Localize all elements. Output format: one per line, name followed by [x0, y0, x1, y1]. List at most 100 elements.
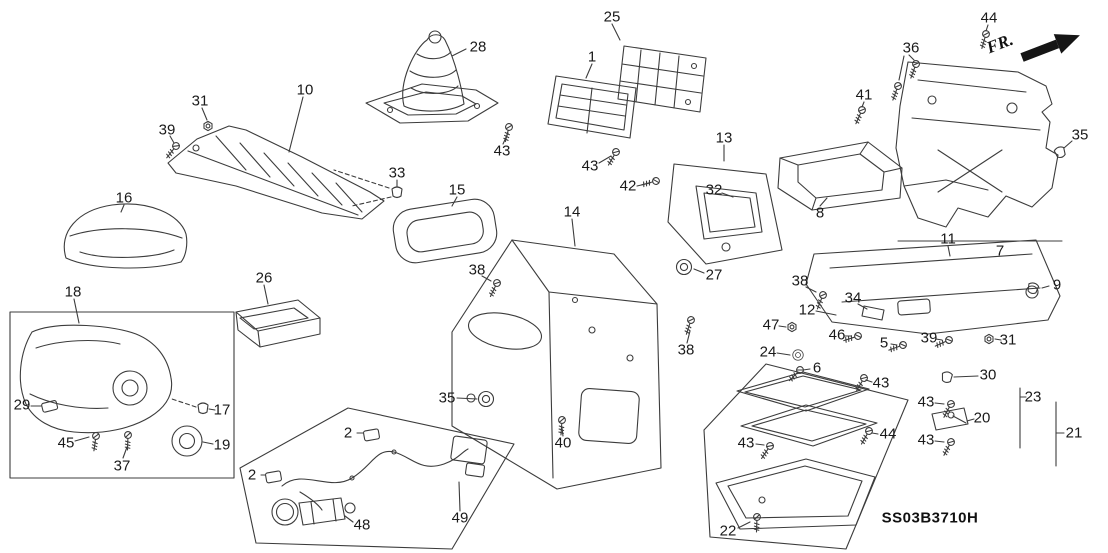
part-callout-25: 25 [603, 8, 621, 26]
part-callout-5: 5 [879, 334, 889, 352]
screw-icon [605, 146, 622, 168]
part-wire-harness [265, 428, 488, 511]
clip-icon [41, 400, 59, 413]
screw-icon [163, 140, 182, 161]
part-callout-47: 47 [762, 316, 780, 334]
part-callout-18: 18 [64, 283, 82, 301]
part-dash-garnish [167, 125, 385, 220]
part-callout-7: 7 [995, 242, 1005, 260]
leader-lines [30, 23, 1073, 529]
nut-icon [787, 321, 797, 333]
part-callout-40: 40 [554, 434, 572, 452]
part-callout-8: 8 [815, 204, 825, 222]
harness-group-box [239, 407, 515, 550]
part-shift-boot [365, 30, 499, 124]
fasteners [41, 29, 1068, 533]
pin-icon [947, 411, 955, 419]
console-box-group-box [703, 363, 909, 550]
part-callout-26: 26 [255, 269, 273, 287]
screw-icon [89, 431, 101, 452]
screw-icon [842, 331, 863, 345]
grommet-icon [792, 349, 804, 361]
cover-group-box [9, 311, 235, 479]
part-console-box-lid [736, 371, 870, 412]
part-callout-33: 33 [388, 164, 406, 182]
part-small-bracket [931, 407, 969, 431]
part-callout-2-2: 2 [247, 466, 257, 484]
part-callout-28: 28 [469, 38, 487, 56]
part-callout-9: 9 [1052, 276, 1062, 294]
part-callout-17: 17 [213, 401, 231, 419]
part-center-vent-assembly [617, 45, 707, 113]
screw-icon [123, 430, 133, 451]
part-callout-29: 29 [13, 396, 31, 414]
part-callout-35: 35 [1071, 126, 1089, 144]
part-callout-31: 31 [191, 92, 209, 110]
part-callout-43: 43 [493, 142, 511, 160]
part-callout-27: 27 [705, 266, 723, 284]
part-callout-22: 22 [719, 522, 737, 540]
part-callout-43-5: 43 [917, 431, 935, 449]
ring-icon [171, 425, 203, 457]
part-callout-34: 34 [844, 289, 862, 307]
part-callout-35-2: 35 [438, 389, 456, 407]
part-callout-46: 46 [828, 326, 846, 344]
part-console-pocket [235, 299, 321, 348]
part-console-box-frame [740, 404, 878, 447]
part-callout-16: 16 [115, 189, 133, 207]
clip-icon [391, 186, 403, 199]
part-callout-44: 44 [980, 9, 998, 27]
nut-icon [203, 120, 213, 132]
pin-icon [952, 415, 967, 424]
screw-icon [786, 364, 806, 384]
clip-icon [940, 370, 954, 384]
part-callout-38-2: 38 [791, 272, 809, 290]
part-boot-seal [392, 198, 498, 264]
part-callout-48: 48 [353, 516, 371, 534]
part-callout-38: 38 [468, 261, 486, 279]
part-callout-39-2: 39 [920, 329, 938, 347]
part-callout-14: 14 [563, 203, 581, 221]
part-callout-36: 36 [902, 39, 920, 57]
part-console-bracket [777, 141, 903, 211]
screw-icon [557, 415, 567, 436]
part-callout-11: 11 [940, 230, 956, 248]
part-callout-6: 6 [812, 359, 822, 377]
part-callout-49: 49 [451, 509, 469, 527]
part-callout-31-2: 31 [999, 331, 1017, 349]
diagram-code: SS03B3710H [881, 509, 979, 527]
part-callout-19: 19 [213, 436, 231, 454]
clip-icon [197, 402, 209, 415]
screw-icon [813, 290, 828, 311]
plate-icon [861, 305, 885, 321]
part-callout-32: 32 [705, 181, 723, 199]
part-rear-console-panel [667, 163, 783, 265]
screw-icon [752, 512, 762, 533]
part-callout-45: 45 [57, 434, 75, 452]
part-callout-37: 37 [113, 457, 131, 475]
part-callout-10: 10 [296, 81, 314, 99]
part-cigarette-lighter [271, 497, 356, 526]
part-rear-frame-bracket [895, 61, 1059, 228]
part-callout-38-3: 38 [677, 341, 695, 359]
part-center-vent-bezel [547, 75, 637, 139]
part-callout-2: 2 [343, 424, 353, 442]
part-callout-41: 41 [855, 86, 873, 104]
nut-icon [984, 333, 994, 345]
dashed-leader-lines [171, 169, 392, 408]
grommet-icon [675, 258, 693, 276]
part-callout-24: 24 [759, 343, 777, 361]
part-callout-15: 15 [448, 181, 466, 199]
part-callout-43-2: 43 [581, 157, 599, 175]
part-callout-1: 1 [587, 48, 597, 66]
screw-icon [640, 176, 661, 189]
part-callout-43-6: 43 [737, 434, 755, 452]
part-callout-30: 30 [979, 366, 997, 384]
part-callout-13: 13 [715, 129, 733, 147]
part-rear-shelf [805, 239, 1061, 335]
part-console-box-tray [715, 458, 876, 530]
part-callout-42: 42 [619, 177, 637, 195]
part-callout-12: 12 [798, 301, 816, 319]
